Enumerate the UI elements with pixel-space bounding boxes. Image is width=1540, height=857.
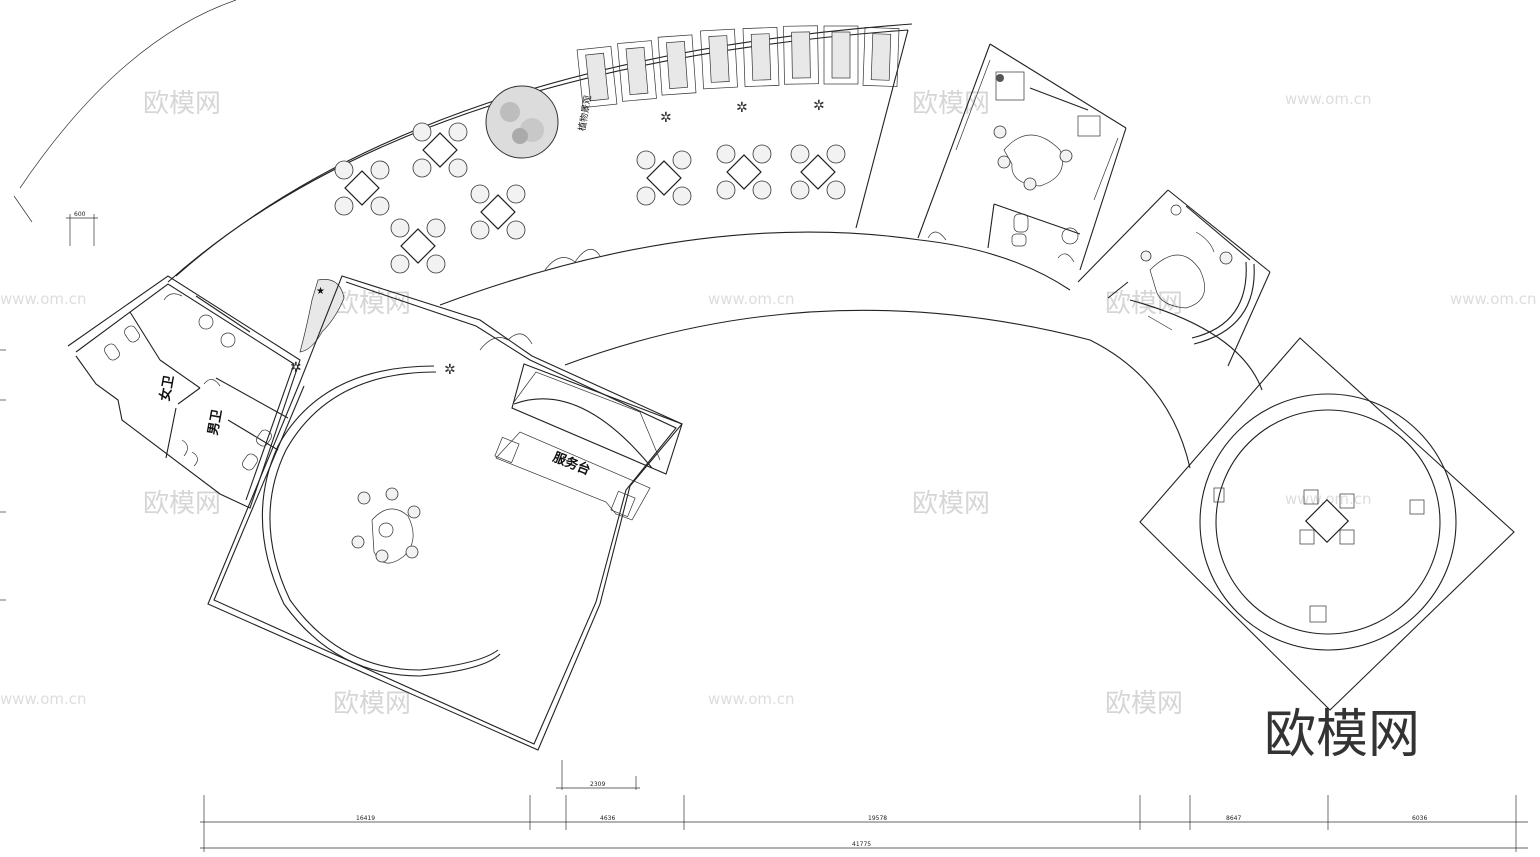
watermark-brand: 欧模网 (912, 89, 990, 119)
cafe-tables (334, 122, 846, 274)
plant-feature: 植物景观 (485, 85, 594, 159)
dim-2309: 2309 (590, 781, 605, 788)
watermark-url: www.om.cn (1450, 290, 1537, 308)
mens-restroom-label: 男卫 (206, 408, 225, 436)
watermark-url: www.om.cn (708, 690, 795, 708)
watermark-brand: 欧模网 (912, 489, 990, 519)
corridor-doors (479, 231, 1075, 351)
dim-6036: 6036 (1412, 815, 1427, 822)
svg-text:✲: ✲ (736, 100, 748, 116)
service-desk-label: 服务台 (550, 449, 592, 478)
corridor-inner-wall (439, 231, 1071, 306)
main-hall: 服务台 (207, 275, 683, 751)
dim-16419: 16419 (356, 815, 375, 822)
watermark-url: www.om.cn (0, 290, 87, 308)
watermark-url: www.om.cn (0, 690, 87, 708)
restroom-block: 女卫 男卫 (67, 275, 301, 509)
pavilion-table (1299, 489, 1355, 545)
private-room-2 (1140, 204, 1255, 345)
dim-19578: 19578 (868, 815, 887, 822)
watermark-brand: 欧模网 (333, 689, 411, 719)
svg-text:★: ★ (316, 286, 325, 297)
fountain-feature (351, 487, 421, 564)
dim-4636: 4636 (600, 815, 615, 822)
womens-restroom-label: 女卫 (157, 374, 177, 402)
dim-total: 41775 (852, 841, 871, 848)
svg-text:✲: ✲ (660, 110, 672, 126)
svg-text:✲: ✲ (813, 98, 825, 114)
watermark-url: www.om.cn (708, 290, 795, 308)
round-hall-wall (269, 371, 499, 671)
watermark-url: www.om.cn (1285, 90, 1372, 108)
watermark-brand: 欧模网 (143, 489, 221, 519)
sofa-row (576, 25, 900, 109)
dimension-chain: 2309 16419 4636 19578 8647 6036 41775 (200, 760, 1528, 852)
round-pavilion (1139, 337, 1515, 711)
outer-arc-line (19, 0, 237, 189)
svg-text:✲: ✲ (290, 360, 302, 376)
svg-text:✲: ✲ (444, 362, 456, 378)
dim-600: 600 (74, 211, 86, 218)
potted-plants: ✲ ✲ ✲ ✲ ✲ (290, 98, 825, 378)
dim-8647: 8647 (1226, 815, 1241, 822)
plant-feature-label: 植物景观 (576, 94, 594, 132)
left-edge-ticks (0, 349, 6, 601)
corner-brand-watermark: 欧模网 (1264, 705, 1420, 765)
private-room-1 (955, 59, 1119, 249)
watermark-brand: 欧模网 (1105, 689, 1183, 719)
watermark-url: www.om.cn (1285, 490, 1372, 508)
watermark-brand: 欧模网 (333, 289, 411, 319)
courtyard-curve (564, 309, 1191, 469)
watermark-brand: 欧模网 (143, 89, 221, 119)
top-dimension: 600 (66, 211, 98, 246)
